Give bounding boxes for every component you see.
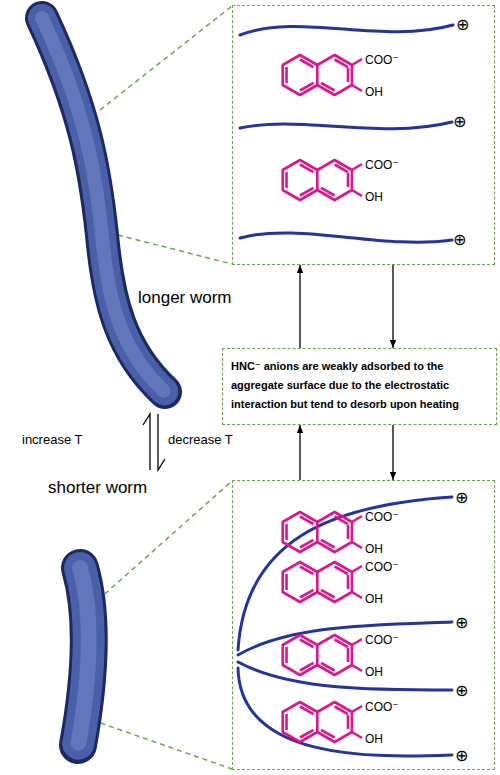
group-label: OH	[365, 731, 383, 747]
condition-label: decrease T	[168, 432, 233, 447]
arrow-connector	[392, 425, 393, 480]
condition-label: increase T	[22, 432, 82, 447]
group-label: COO⁻	[365, 699, 399, 715]
charge-symbol: ⊕	[455, 747, 468, 765]
arrow-connector	[299, 265, 300, 348]
group-label: COO⁻	[365, 509, 399, 525]
arrow-connector	[299, 425, 300, 480]
state-label: shorter worm	[48, 478, 147, 498]
group-label: COO⁻	[365, 632, 399, 648]
group-label: OH	[365, 591, 383, 607]
equilibrium-arrows	[143, 414, 165, 470]
group-label: OH	[365, 664, 383, 680]
group-label: COO⁻	[365, 559, 399, 575]
note-text: HNC⁻ anions are weakly adsorbed to the a…	[223, 349, 496, 422]
molecule-panel: ⊕ COO⁻ OH COO⁻ OH ⊕ COO⁻ OH ⊕ COO⁻ OH ⊕	[232, 480, 495, 770]
group-label: OH	[365, 189, 383, 205]
group-label: COO⁻	[365, 157, 399, 173]
long-worm	[42, 18, 165, 392]
charge-symbol: ⊕	[455, 682, 468, 700]
charge-symbol: ⊕	[453, 113, 466, 131]
charge-symbol: ⊕	[455, 489, 468, 507]
state-label: longer worm	[138, 288, 232, 308]
molecule-panel: ⊕ COO⁻ OH ⊕ COO⁻ OH ⊕	[232, 5, 495, 265]
group-label: OH	[365, 84, 383, 100]
group-label: COO⁻	[365, 52, 399, 68]
note-box: HNC⁻ anions are weakly adsorbed to the a…	[222, 348, 497, 425]
charge-symbol: ⊕	[453, 231, 466, 249]
charge-symbol: ⊕	[455, 614, 468, 632]
group-label: OH	[365, 541, 383, 557]
arrow-connector	[392, 265, 393, 348]
charge-symbol: ⊕	[456, 16, 469, 34]
short-worm	[78, 568, 89, 745]
